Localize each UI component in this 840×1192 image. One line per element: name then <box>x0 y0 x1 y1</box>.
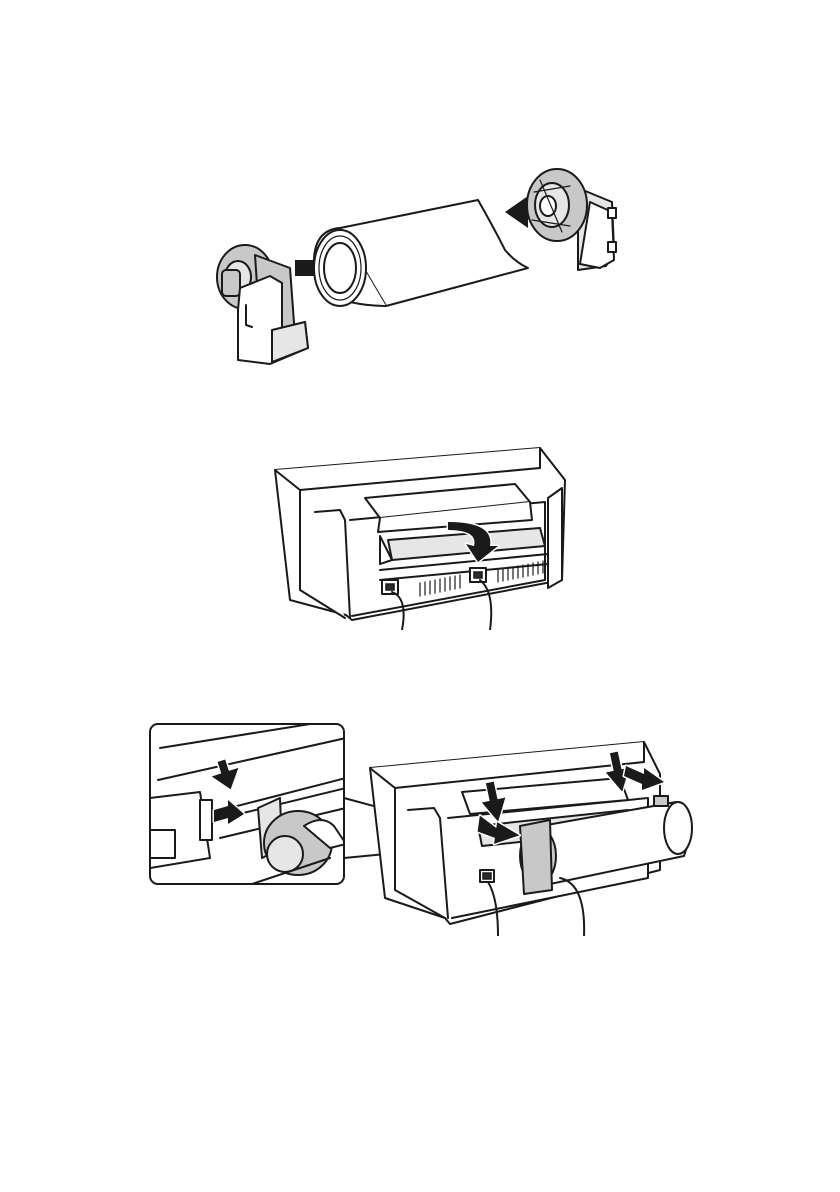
detail-inset <box>150 720 346 888</box>
left-roll-holder <box>217 245 308 364</box>
right-roll-holder <box>527 169 616 270</box>
paper-roll <box>314 200 528 306</box>
printer-rear-cover-illustration <box>0 440 840 630</box>
roll-installed-illustration <box>0 718 840 936</box>
roll-paper-holders-illustration <box>0 150 840 380</box>
